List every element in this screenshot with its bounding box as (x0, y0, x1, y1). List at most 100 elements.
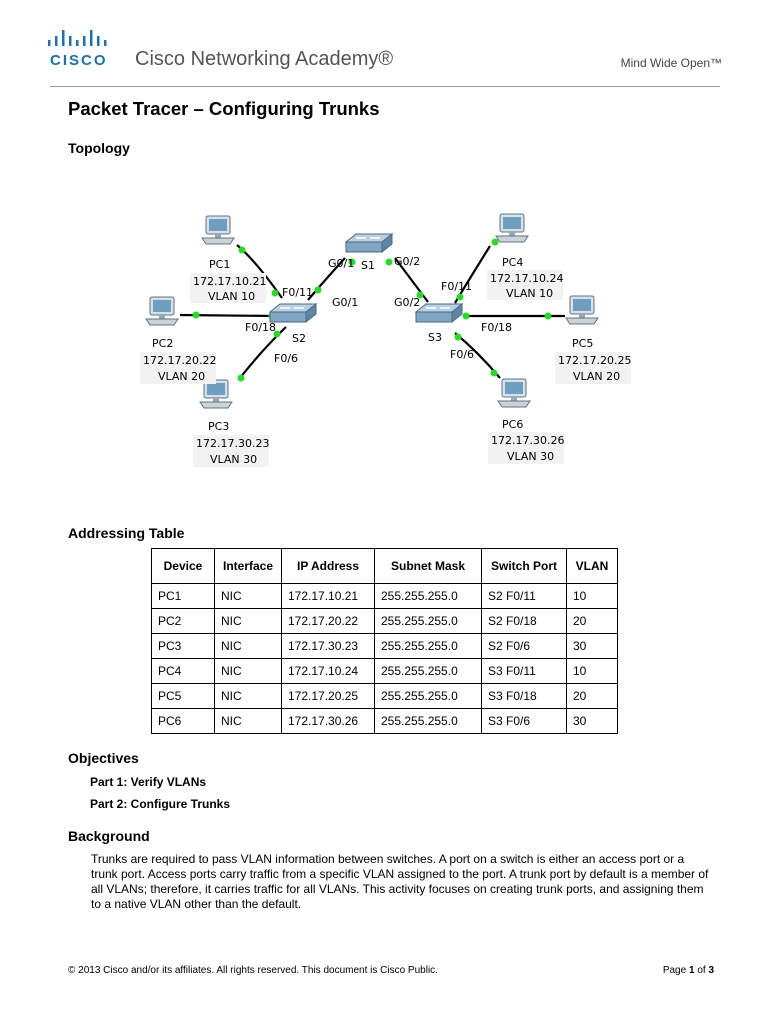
pc5-icon (565, 295, 599, 325)
academy-name: Cisco Networking Academy® (135, 48, 394, 70)
pc5-ip: 172.17.20.25 (558, 354, 631, 367)
table-cell: PC3 (151, 633, 215, 659)
pc3-icon (199, 379, 233, 409)
link-s2-s1 (307, 257, 346, 301)
pc3-vlan: VLAN 30 (210, 453, 257, 466)
pc6-vlan: VLAN 30 (507, 450, 554, 463)
switch-s2-icon (269, 303, 317, 323)
table-cell: S2 F0/6 (481, 633, 567, 659)
pc4-name: PC4 (502, 256, 523, 269)
pc2-name: PC2 (152, 337, 173, 350)
objective-part-1: Part 1: Verify VLANs (90, 775, 207, 789)
column-header: IP Address (281, 548, 375, 584)
objective-part-2: Part 2: Configure Trunks (90, 797, 231, 811)
pc2-vlan: VLAN 20 (158, 370, 205, 383)
table-cell: NIC (214, 608, 282, 634)
table-cell: 255.255.255.0 (374, 658, 482, 684)
pc1-name: PC1 (209, 258, 230, 271)
table-cell: 172.17.20.22 (281, 608, 375, 634)
port-label: F0/18 (245, 321, 276, 334)
switch-s3-icon (415, 303, 463, 323)
tagline: Mind Wide Open™ (620, 56, 722, 70)
topology-heading: Topology (68, 140, 130, 156)
table-cell: NIC (214, 683, 282, 709)
link-s1-s3 (394, 257, 429, 303)
port-label: G0/2 (394, 296, 420, 309)
table-cell: 10 (566, 583, 618, 609)
table-cell: PC5 (151, 683, 215, 709)
of-word: of (697, 965, 706, 976)
port-label: F0/11 (441, 280, 472, 293)
table-cell: NIC (214, 658, 282, 684)
addressing-heading: Addressing Table (68, 525, 185, 541)
table-cell: S3 F0/18 (481, 683, 567, 709)
port-label: G0/2 (394, 255, 420, 268)
background-heading: Background (68, 828, 150, 844)
table-cell: NIC (214, 708, 282, 734)
switch-s3-label: S3 (428, 331, 442, 344)
pc6-icon (497, 378, 531, 408)
port-label: G0/1 (332, 296, 358, 309)
table-cell: S2 F0/11 (481, 583, 567, 609)
table-cell: PC6 (151, 708, 215, 734)
pc5-vlan: VLAN 20 (573, 370, 620, 383)
footer-page-number: Page 1 of 3 (663, 965, 714, 976)
table-cell: 10 (566, 658, 618, 684)
objectives-heading: Objectives (68, 750, 139, 766)
table-cell: 255.255.255.0 (374, 583, 482, 609)
port-label: F0/11 (282, 286, 313, 299)
table-cell: S3 F0/6 (481, 708, 567, 734)
page-word: Page (662, 965, 687, 976)
pc4-ip: 172.17.10.24 (490, 272, 563, 285)
background-paragraph: Trunks are required to pass VLAN informa… (91, 852, 709, 911)
port-label: F0/6 (450, 348, 474, 361)
pc5-name: PC5 (572, 337, 593, 350)
page-current: 1 (688, 965, 695, 976)
table-cell: 20 (566, 608, 618, 634)
pc6-name: PC6 (502, 418, 523, 431)
switch-s1-icon (345, 233, 393, 253)
page-header: CISCO Cisco Networking Academy® Mind Wid… (0, 0, 768, 90)
pc1-ip: 172.17.10.21 (193, 275, 266, 288)
footer-copyright: © 2013 Cisco and/or its affiliates. All … (68, 965, 438, 976)
link-pc3-s2 (239, 326, 287, 379)
table-cell: NIC (214, 583, 282, 609)
pc3-ip: 172.17.30.23 (196, 437, 269, 450)
cisco-logo-icon (48, 30, 107, 46)
pc1-vlan: VLAN 10 (208, 290, 255, 303)
table-cell: 20 (566, 683, 618, 709)
cisco-wordmark: CISCO (50, 52, 108, 69)
addressing-table: Device Interface IP Address Subnet Mask … (151, 548, 618, 734)
port-label: F0/18 (481, 321, 512, 334)
table-cell: 172.17.30.26 (281, 708, 375, 734)
pc3-name: PC3 (208, 420, 229, 433)
table-cell: 172.17.10.24 (281, 658, 375, 684)
header-divider (50, 86, 720, 87)
table-cell: PC1 (151, 583, 215, 609)
table-cell: 255.255.255.0 (374, 708, 482, 734)
pc2-icon (145, 296, 179, 326)
pc4-vlan: VLAN 10 (506, 287, 553, 300)
column-header: Interface (214, 548, 282, 584)
table-cell: 172.17.20.25 (281, 683, 375, 709)
port-label: F0/6 (274, 352, 298, 365)
table-cell: S3 F0/11 (481, 658, 567, 684)
table-cell: 172.17.10.21 (281, 583, 375, 609)
switch-s2-label: S2 (292, 332, 306, 345)
pc6-ip: 172.17.30.26 (491, 434, 564, 447)
port-label: G0/1 (328, 257, 354, 270)
table-cell: 30 (566, 633, 618, 659)
table-header-row: Device Interface IP Address Subnet Mask … (151, 548, 618, 584)
column-header: Switch Port (481, 548, 567, 584)
topology-diagram: S1 S2 S3 G0/1 G0/2 F0/11 G0/1 F0/18 F0/6… (140, 213, 631, 467)
switch-s1-label: S1 (361, 259, 375, 272)
pc1-icon (201, 215, 235, 245)
page-total: 3 (708, 965, 714, 976)
table-cell: S2 F0/18 (481, 608, 567, 634)
